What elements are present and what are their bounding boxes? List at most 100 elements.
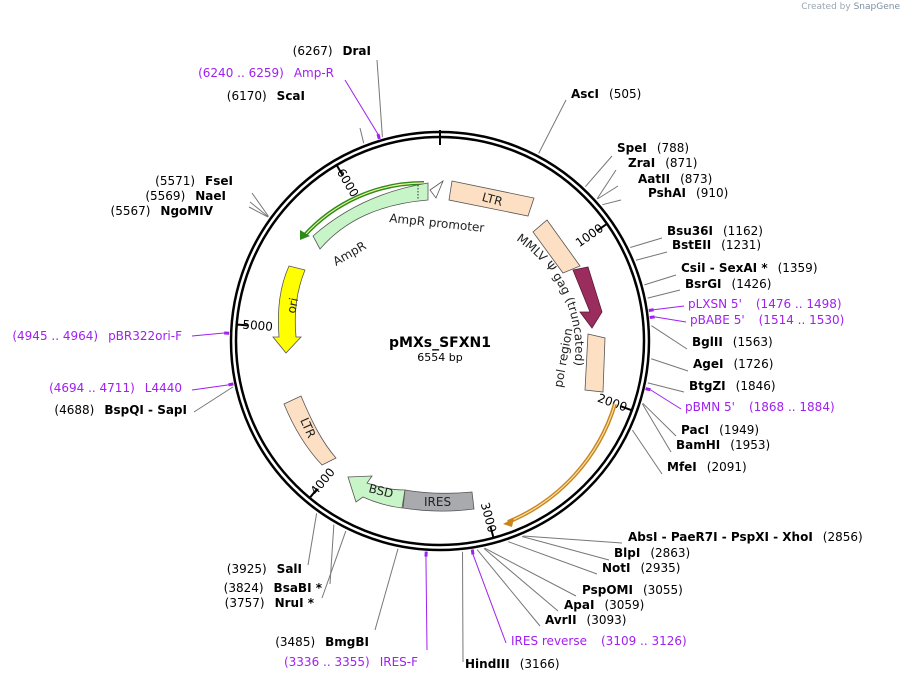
restriction-site-label[interactable]: (3757)NruI *	[225, 596, 315, 610]
site-leader	[602, 199, 622, 206]
restriction-site-label[interactable]: (5569)NaeI	[145, 189, 226, 203]
restriction-site-label[interactable]: AatII(873)	[638, 172, 712, 186]
primer-range: (1868 .. 1884)	[749, 400, 835, 414]
orf-orange-arrow-glow	[507, 403, 616, 523]
feature-pol-region	[584, 333, 606, 393]
restriction-site-label[interactable]: (6170)ScaI	[227, 89, 305, 103]
restriction-site-label[interactable]: PacI(1949)	[681, 423, 759, 437]
primer-label[interactable]: pLXSN 5'(1476 .. 1498)	[688, 297, 842, 311]
restriction-site-label[interactable]: BamHI(1953)	[676, 438, 770, 452]
site-leader	[521, 536, 610, 561]
primer-mark	[645, 387, 651, 392]
feature-ltr-bottom	[283, 395, 337, 466]
restriction-site-label[interactable]: BglII(1563)	[692, 335, 773, 349]
site-leader	[249, 201, 269, 218]
feature-ori-label: ori	[284, 296, 301, 314]
site-position: (1359)	[778, 261, 818, 275]
restriction-site-label[interactable]: NotI(2935)	[602, 561, 680, 575]
site-position: (505)	[609, 87, 641, 101]
primer-label[interactable]: (4694 .. 4711)L4440	[49, 381, 182, 395]
site-name: MfeI	[667, 460, 697, 474]
site-name: NaeI	[195, 189, 226, 203]
restriction-site-label[interactable]: AscI(505)	[571, 87, 641, 101]
site-position: (3485)	[275, 635, 315, 649]
restriction-site-label[interactable]: (3824)BsaBI *	[224, 581, 323, 595]
site-leader	[523, 535, 623, 544]
feature-ori-arrow	[272, 265, 306, 354]
restriction-site-label[interactable]: AgeI(1726)	[693, 357, 773, 371]
site-name: AatII	[638, 172, 670, 186]
restriction-site-label[interactable]: SpeI(788)	[617, 141, 689, 155]
site-name: CsiI - SexAI *	[681, 261, 768, 275]
primer-leader	[425, 556, 428, 651]
site-name: AbsI - PaeR7I - PspXI - XhoI	[628, 530, 813, 544]
site-position: (910)	[696, 186, 728, 200]
site-name: BsrGI	[685, 277, 722, 291]
restriction-site-label[interactable]: BsrGI (1426)	[685, 277, 771, 291]
primer-label[interactable]: (4945 .. 4964)pBR322ori-F	[12, 329, 182, 343]
restriction-site-label[interactable]: (5567)NgoMIV	[111, 204, 214, 218]
restriction-site-label[interactable]: HindIII(3166)	[465, 657, 560, 671]
restriction-site-label[interactable]: (6267)DraI	[293, 44, 371, 58]
site-position: (1726)	[733, 357, 773, 371]
restriction-site-label[interactable]: AvrII(3093)	[545, 613, 626, 627]
site-leader	[538, 99, 567, 154]
site-leader	[483, 548, 559, 612]
feature-ltr-top	[448, 180, 535, 217]
site-position: (871)	[665, 156, 697, 170]
site-leader	[484, 547, 577, 597]
site-leader	[651, 325, 688, 350]
restriction-site-label[interactable]: BlpI(2863)	[614, 546, 690, 560]
site-position: (1426)	[732, 277, 772, 291]
restriction-site-label[interactable]: PshAI (910)	[648, 186, 728, 200]
site-position: (2091)	[707, 460, 747, 474]
restriction-site-label[interactable]: AbsI - PaeR7I - PspXI - XhoI(2856)	[628, 530, 863, 544]
primer-label[interactable]: (6240 .. 6259)Amp-R	[198, 66, 334, 80]
site-name: PshAI	[648, 186, 686, 200]
site-name: Bsu36I	[667, 224, 713, 238]
primer-label[interactable]: pBABE 5'(1514 .. 1530)	[690, 313, 844, 327]
restriction-site-label[interactable]: ApaI(3059)	[564, 598, 644, 612]
primer-label[interactable]: (3336 .. 3355)IRES-F	[284, 655, 418, 669]
site-name: SalI	[277, 562, 302, 576]
site-position: (2935)	[641, 561, 681, 575]
restriction-site-label[interactable]: BstEII(1231)	[672, 238, 761, 252]
primer-name: pLXSN 5'	[688, 297, 742, 311]
restriction-site-label[interactable]: CsiI - SexAI * (1359)	[681, 261, 818, 275]
feature-mmlv-region	[532, 219, 581, 274]
primer-label[interactable]: pBMN 5'(1868 .. 1884)	[685, 400, 835, 414]
site-name: FseI	[205, 174, 233, 188]
restriction-site-label[interactable]: (3485)BmgBI	[275, 635, 369, 649]
site-leader	[642, 403, 672, 453]
primer-mark	[648, 308, 654, 312]
feature-bsd-arrow	[347, 475, 406, 509]
site-position: (3059)	[604, 598, 644, 612]
site-name: AvrII	[545, 613, 577, 627]
site-leader	[644, 274, 677, 286]
primer-name: pBR322ori-F	[108, 329, 182, 343]
restriction-site-label[interactable]: (4688)BspQI - SapI	[54, 403, 187, 417]
plasmid-name: pMXs_SFXN1	[389, 335, 491, 351]
site-name: BamHI	[676, 438, 720, 452]
restriction-site-label[interactable]: ZraI(871)	[628, 156, 697, 170]
site-position: (2863)	[650, 546, 690, 560]
feature-ampr-arrow	[312, 182, 429, 250]
tick-mark	[308, 488, 319, 499]
restriction-site-label[interactable]: BtgZI(1846)	[689, 379, 776, 393]
primer-leader	[344, 79, 379, 135]
restriction-site-label[interactable]: MfeI (2091)	[667, 460, 747, 474]
primer-label[interactable]: IRES reverse(3109 .. 3126)	[511, 634, 687, 648]
orf-green-arrow-glow	[303, 182, 425, 237]
feature-bsd-label: BSD	[367, 481, 395, 501]
primer-name: Amp-R	[294, 66, 334, 80]
restriction-site-label[interactable]: (5571)FseI	[155, 174, 233, 188]
primer-leader	[653, 305, 685, 311]
primer-mark	[376, 133, 381, 140]
restriction-site-label[interactable]: PspOMI(3055)	[582, 583, 683, 597]
restriction-site-label[interactable]: Bsu36I(1162)	[667, 224, 763, 238]
site-name: NruI *	[275, 596, 315, 610]
site-name: HindIII	[465, 657, 510, 671]
site-leader	[642, 402, 677, 437]
restriction-site-label[interactable]: (3925)SalI	[227, 562, 302, 576]
site-position: (6267)	[293, 44, 333, 58]
